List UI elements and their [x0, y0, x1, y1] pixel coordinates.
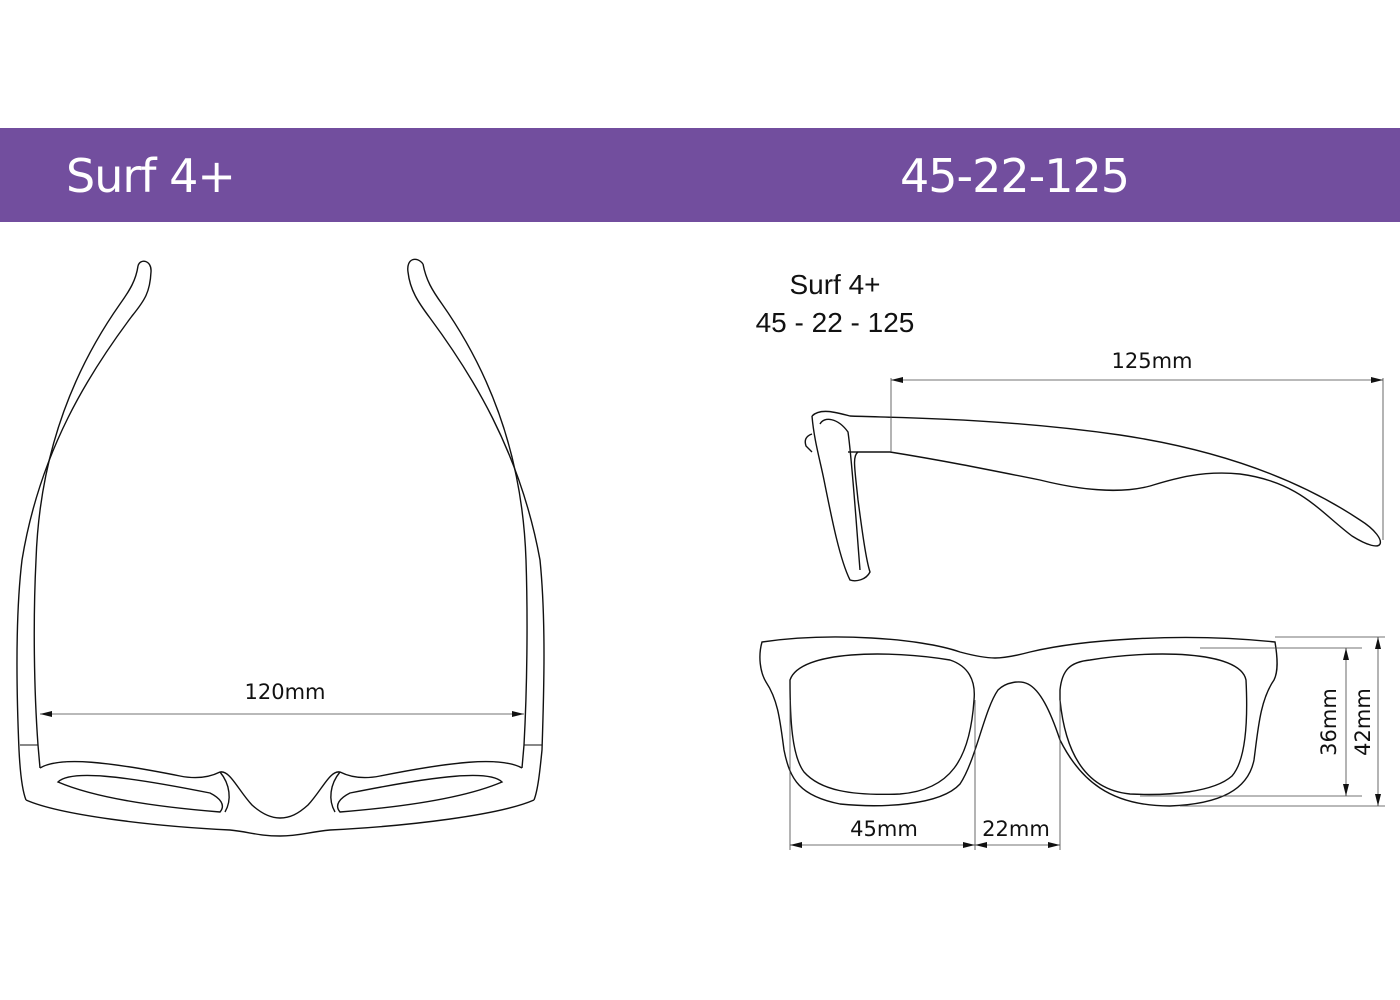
front-view [759, 636, 1278, 807]
caption-model: Surf 4+ [789, 269, 881, 300]
lens-height-label: 36mm [1317, 688, 1341, 756]
header-banner [0, 128, 1400, 222]
frame-height-label: 42mm [1351, 688, 1375, 756]
lens-width-label: 45mm [850, 817, 918, 841]
front-dimensions [789, 636, 1385, 850]
frame-width-label: 120mm [245, 680, 326, 704]
top-view [16, 258, 545, 837]
bridge-width-label: 22mm [982, 817, 1050, 841]
size-code: 45-22-125 [900, 149, 1130, 203]
caption-size: 45 - 22 - 125 [755, 307, 915, 338]
product-title: Surf 4+ [66, 149, 236, 203]
temple-length-label: 125mm [1112, 349, 1193, 373]
temple-length-dimension [890, 377, 1384, 540]
side-view [804, 410, 1382, 582]
